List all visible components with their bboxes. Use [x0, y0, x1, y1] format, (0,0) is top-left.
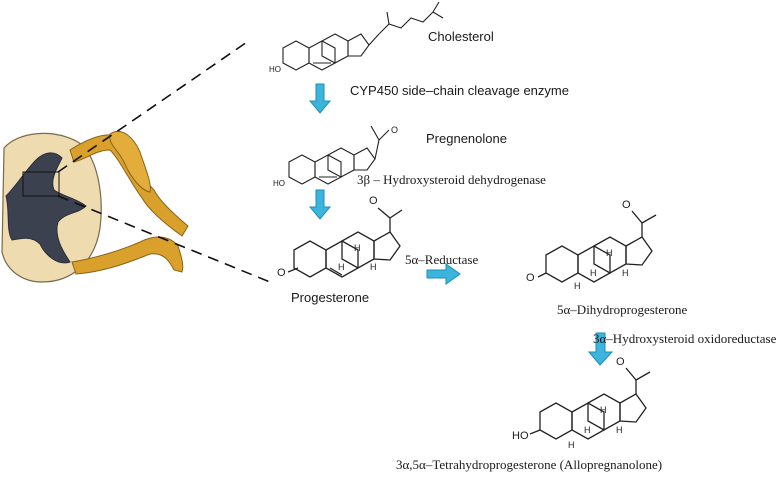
- cholesterol-ho-label: HO: [269, 65, 281, 74]
- dihydroprogesterone-structure: O O H H H H: [526, 199, 657, 291]
- dihydroprogesterone-h-label-2: H: [590, 268, 597, 278]
- progesterone-structure: O O H H H: [277, 195, 403, 279]
- arrow-pregnenolone-to-progesterone: [308, 189, 332, 220]
- cholesterol-structure: HO: [269, 1, 444, 74]
- progesterone-h-label-3: H: [370, 262, 377, 272]
- allopregnanolone-h-label-4: H: [568, 440, 575, 450]
- zoom-region-box: [22, 171, 60, 197]
- allopregnanolone-ho-label: HO: [512, 430, 529, 442]
- arrow-dihydroprogesterone-to-allopregnanolone: [587, 332, 614, 366]
- arrow-progesterone-to-dihydroprogesterone: [426, 263, 461, 285]
- dihydroprogesterone-label: 5α–Dihydroprogesterone: [557, 302, 688, 317]
- dihydroprogesterone-ketone-o-label: O: [622, 199, 631, 211]
- dihydroprogesterone-h-label-4: H: [574, 281, 581, 291]
- spinal-cord-illustration: [1, 39, 271, 283]
- allopregnanolone-h-label-3: H: [616, 425, 623, 435]
- cholesterol-label: Cholesterol: [428, 29, 494, 44]
- spinal-cord-grey-matter: [5, 152, 87, 264]
- progesterone-label: Progesterone: [291, 290, 370, 305]
- allopregnanolone-h-label-1: H: [600, 405, 607, 415]
- allopregnanolone-structure: O HO H H H H: [512, 356, 651, 450]
- allopregnanolone-label: 3α,5α–Tetrahydroprogesterone (Allopregna…: [396, 457, 663, 472]
- zoom-guide-upper: [57, 39, 251, 173]
- progesterone-ring-o-label: O: [277, 267, 286, 279]
- pregnenolone-structure: O HO: [273, 125, 398, 188]
- progesterone-ketone-o-label: O: [369, 195, 378, 207]
- allopregnanolone-h-label-2: H: [584, 425, 591, 435]
- pregnenolone-o-label: O: [391, 125, 398, 135]
- dihydroprogesterone-h-label-1: H: [606, 248, 613, 258]
- arrow-cholesterol-to-pregnenolone: [308, 83, 332, 114]
- scc-enzyme-label: CYP450 side–chain cleavage enzyme: [350, 83, 569, 98]
- dorsal-root-ganglion: [109, 130, 151, 193]
- zoom-guide-lower: [57, 195, 271, 283]
- pregnenolone-label: Pregnenolone: [426, 131, 507, 146]
- progesterone-h-label-2: H: [338, 262, 345, 272]
- progesterone-h-label-1: H: [354, 243, 361, 253]
- ventral-root: [71, 236, 184, 275]
- allopregnanolone-ketone-o-label: O: [616, 356, 625, 368]
- dihydroprogesterone-h-label-3: H: [622, 268, 629, 278]
- hsd3b-enzyme-label: 3β – Hydroxysteroid dehydrogenase: [357, 172, 546, 187]
- reductase-enzyme-label: 5α–Reductase: [405, 252, 479, 267]
- pregnenolone-ho-label: HO: [273, 179, 285, 188]
- hsor-enzyme-label: 3α–Hydroxysteroid oxidoreductase: [593, 331, 777, 346]
- dihydroprogesterone-ring-o-label: O: [526, 272, 535, 284]
